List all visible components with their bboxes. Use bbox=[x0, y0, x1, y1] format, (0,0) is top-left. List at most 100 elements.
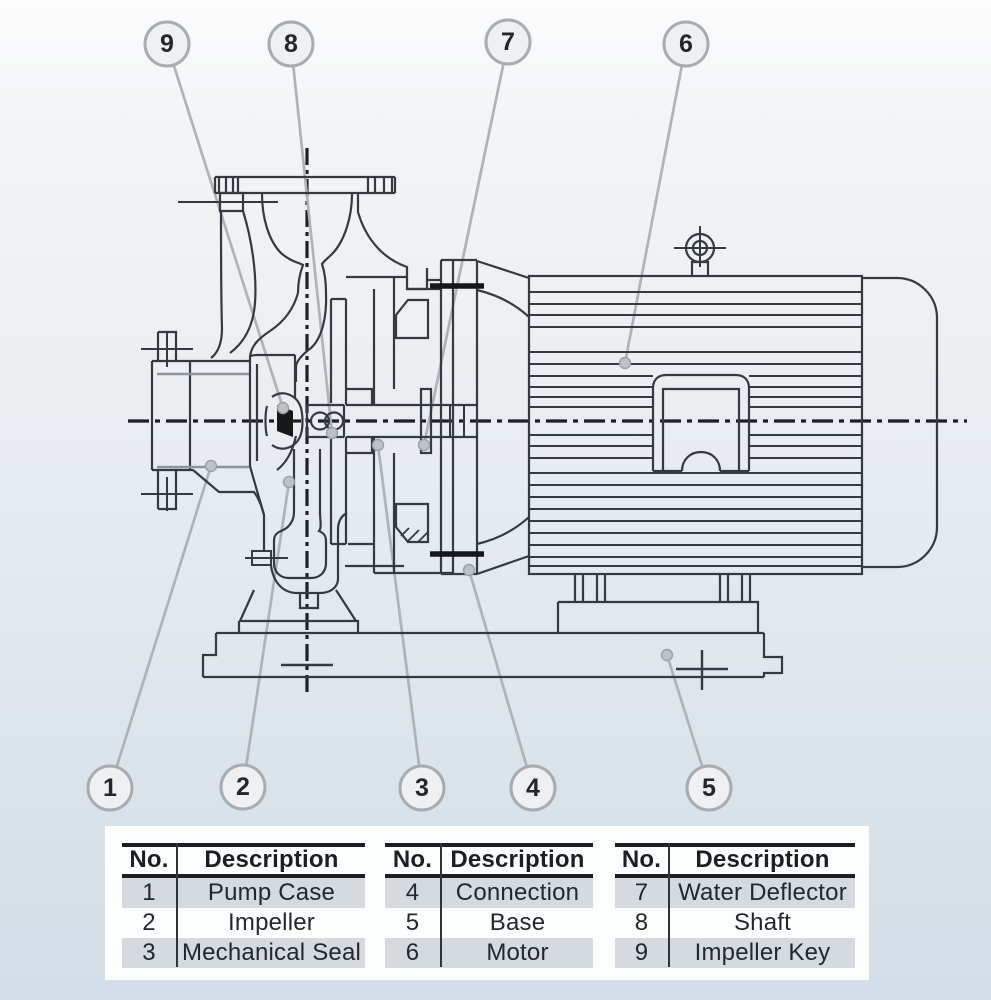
cell-no: 4 bbox=[405, 878, 420, 906]
col-header-no: No. bbox=[392, 846, 433, 874]
callout-3: 3 bbox=[398, 764, 446, 812]
drawing-line bbox=[394, 502, 430, 544]
table-row: 7 Water Deflector bbox=[615, 877, 855, 908]
leader-dot-9 bbox=[276, 401, 290, 415]
table-rule-header bbox=[385, 874, 593, 878]
leader-line-8 bbox=[289, 43, 334, 434]
drawing-line bbox=[394, 298, 430, 340]
pedestal bbox=[237, 589, 360, 632]
discharge-funnel bbox=[260, 193, 354, 294]
motor-body bbox=[527, 274, 864, 576]
callout-1: 1 bbox=[86, 764, 134, 812]
table-column-separator bbox=[176, 843, 178, 967]
drawing-line bbox=[294, 292, 328, 382]
leader-dot-6 bbox=[618, 356, 632, 370]
connection-bracket bbox=[329, 258, 530, 576]
suction-bore bbox=[157, 372, 250, 469]
drawing-line bbox=[217, 177, 240, 193]
callout-number-7: 7 bbox=[501, 28, 515, 56]
callout-5: 5 bbox=[685, 764, 733, 812]
callout-2: 2 bbox=[219, 763, 267, 811]
drawing-line bbox=[366, 177, 394, 193]
discharge-flange bbox=[213, 175, 397, 195]
motor-stool bbox=[556, 600, 760, 633]
table-rule-top bbox=[122, 843, 365, 847]
suction-flange bbox=[150, 359, 250, 472]
leader-line-2 bbox=[241, 481, 291, 788]
centerlines bbox=[128, 148, 967, 692]
drawing-line bbox=[407, 268, 441, 291]
callout-number-6: 6 bbox=[679, 30, 693, 58]
cell-description: Shaft bbox=[733, 908, 792, 936]
leader-dot-8 bbox=[325, 426, 339, 440]
callout-circle-5 bbox=[685, 764, 733, 812]
col-header-description: Description bbox=[695, 846, 830, 874]
terminal-box bbox=[651, 373, 751, 471]
lifting-eye bbox=[674, 226, 726, 276]
motor-feet bbox=[573, 574, 752, 602]
drawing-line bbox=[430, 283, 484, 557]
callout-circle-9 bbox=[143, 20, 191, 68]
callout-8: 8 bbox=[267, 20, 315, 68]
leader-dot-3 bbox=[371, 438, 385, 452]
table-column-separator bbox=[668, 843, 670, 967]
callout-number-5: 5 bbox=[702, 774, 716, 802]
motor-flange bbox=[439, 258, 479, 576]
callout-number-4: 4 bbox=[526, 774, 540, 802]
callout-number-3: 3 bbox=[415, 774, 429, 802]
cell-description: Impeller Key bbox=[694, 938, 831, 966]
col-header-description: Description bbox=[204, 846, 339, 874]
drawing-line bbox=[690, 260, 710, 276]
leader-line-3 bbox=[376, 444, 424, 789]
shaft bbox=[346, 403, 477, 439]
leader-dot-5 bbox=[660, 648, 674, 662]
leader-dot-7 bbox=[417, 438, 431, 452]
leader-lines bbox=[108, 41, 711, 789]
cell-description: Base bbox=[489, 908, 546, 936]
drawing-line bbox=[653, 450, 749, 473]
suction-flange-tab-bottom bbox=[156, 470, 178, 511]
cell-no: 5 bbox=[405, 908, 420, 936]
drawing-line bbox=[276, 435, 298, 471]
drawing-line bbox=[248, 353, 295, 358]
table-header-row: No.Description bbox=[615, 846, 855, 875]
callout-circle-8 bbox=[267, 20, 315, 68]
drawing-line bbox=[674, 226, 726, 267]
impeller-shroud bbox=[271, 392, 304, 450]
drawing-group bbox=[141, 331, 193, 511]
table-column-separator bbox=[440, 843, 442, 967]
cell-no: 6 bbox=[405, 938, 420, 966]
motor-fins bbox=[529, 291, 862, 567]
drawing-line bbox=[329, 297, 348, 546]
suction-flange-tab-top bbox=[156, 330, 178, 361]
callout-circle-7 bbox=[484, 18, 532, 66]
cell-description: Water Deflector bbox=[678, 878, 847, 906]
drawing-line bbox=[141, 477, 193, 511]
motor bbox=[527, 226, 939, 633]
motor-end-cap bbox=[862, 276, 939, 569]
cell-no: 3 bbox=[142, 938, 156, 966]
callout-number-8: 8 bbox=[284, 30, 298, 58]
callout-circle-1 bbox=[86, 764, 134, 812]
table-rule-top bbox=[385, 843, 593, 847]
leader-dot-4 bbox=[462, 563, 476, 577]
callout-number-9: 9 bbox=[160, 30, 174, 58]
callout-circle-3 bbox=[398, 764, 446, 812]
shaft-assembly bbox=[344, 387, 477, 455]
callout-6: 6 bbox=[662, 20, 710, 68]
cell-no: 7 bbox=[634, 878, 649, 906]
volute-outer-left bbox=[210, 210, 224, 359]
callout-circle-2 bbox=[219, 763, 267, 811]
mechanical-seal bbox=[344, 387, 374, 455]
col-header-description: Description bbox=[450, 846, 585, 874]
leader-line-4 bbox=[467, 569, 535, 789]
base bbox=[201, 631, 784, 690]
leader-dot-1 bbox=[204, 459, 218, 473]
